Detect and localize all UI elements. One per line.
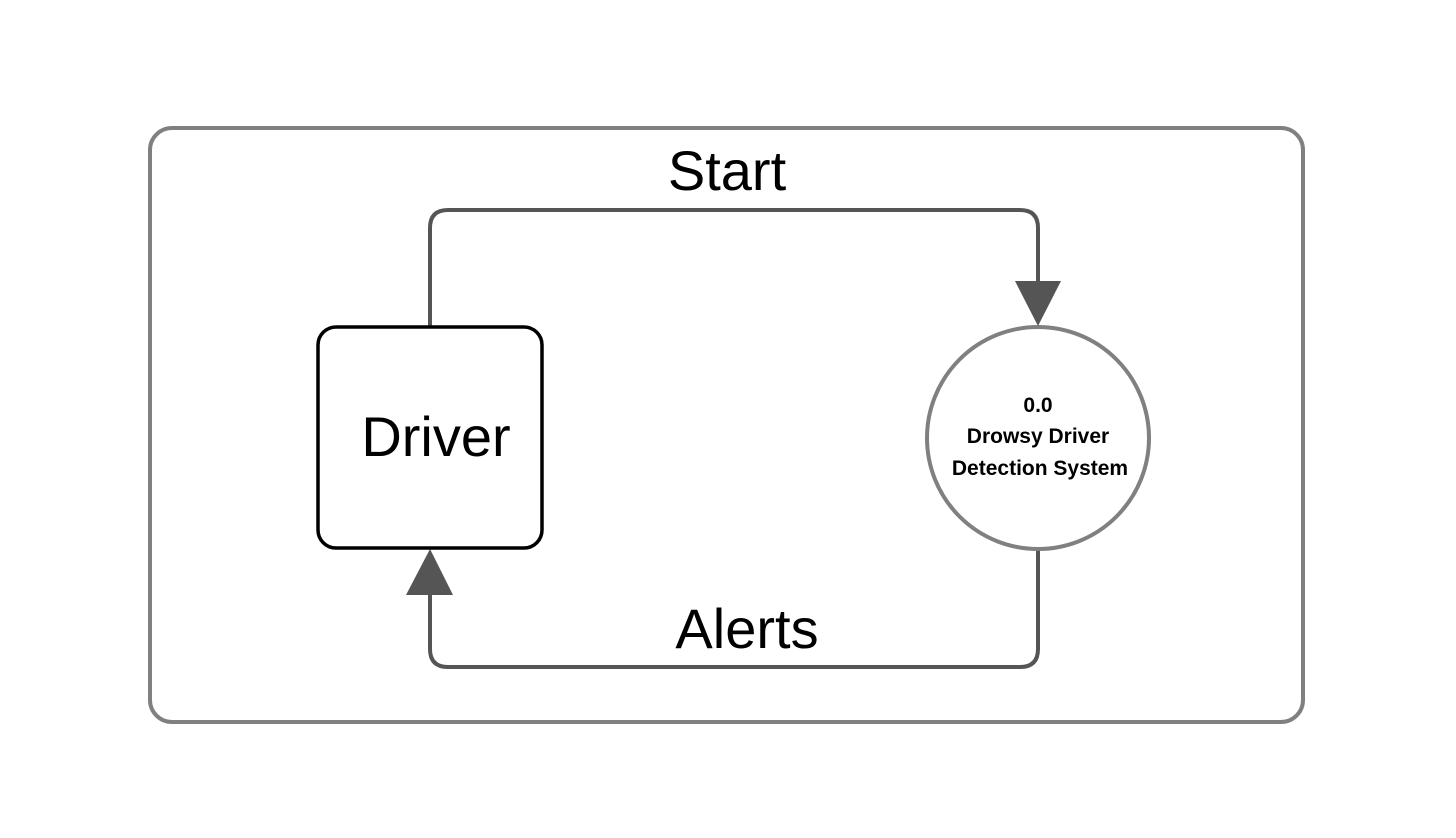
- process-node: 0.0 Drowsy Driver Detection System: [925, 325, 1151, 551]
- alerts-flow-line: [428, 549, 1040, 669]
- process-name-line1: Drowsy Driver: [967, 425, 1109, 448]
- process-number: 0.0: [1023, 394, 1052, 417]
- alerts-flow-label: Alerts: [675, 597, 818, 660]
- driver-entity-label: Driver: [361, 405, 510, 468]
- process-name-line2: Detection System: [952, 457, 1128, 480]
- alerts-arrowhead-icon: [406, 549, 453, 595]
- driver-entity-box: [316, 325, 544, 550]
- start-arrowhead-icon: [1015, 281, 1061, 326]
- driver-entity: Driver: [316, 325, 544, 550]
- start-flow-label: Start: [668, 139, 787, 202]
- process-circle: [925, 325, 1151, 551]
- alerts-flow: Alerts: [406, 549, 1040, 669]
- start-flow-line: [428, 208, 1040, 326]
- start-flow: Start: [428, 139, 1061, 326]
- diagram-frame: [148, 126, 1305, 724]
